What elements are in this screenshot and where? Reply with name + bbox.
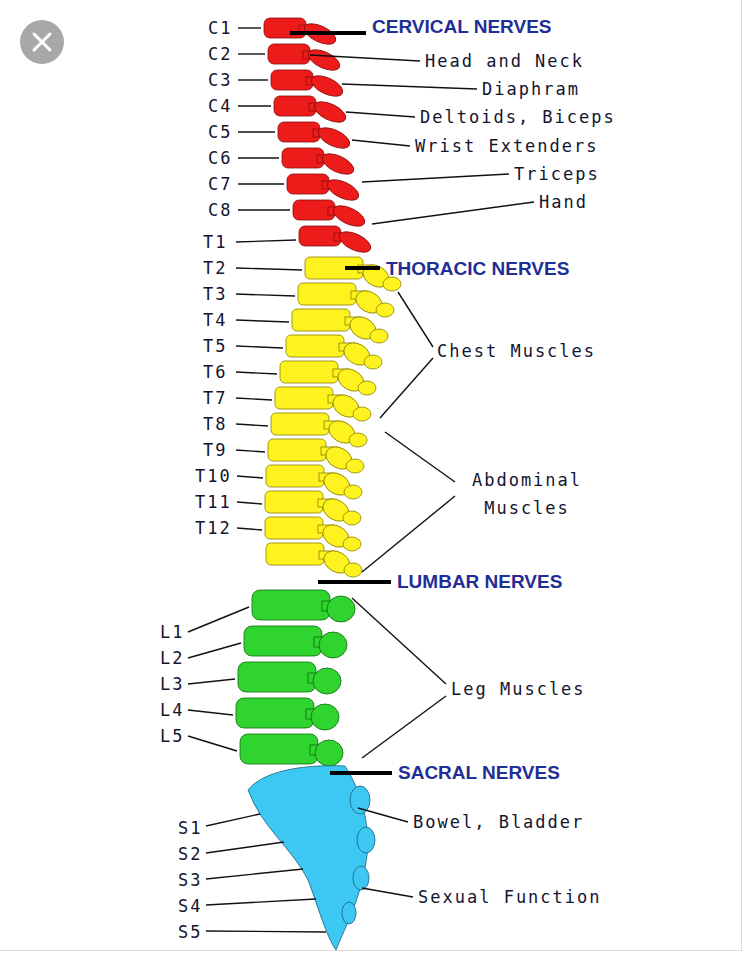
vertebra-label: L2 bbox=[160, 648, 184, 668]
vertebra-label: C5 bbox=[208, 122, 232, 142]
nerve-section-heading: LUMBAR NERVES bbox=[397, 571, 562, 593]
vertebra-label: L4 bbox=[160, 700, 184, 720]
vertebra-label: C7 bbox=[208, 174, 232, 194]
vertebra-label: S2 bbox=[178, 844, 202, 864]
vertebra-label: L3 bbox=[160, 674, 184, 694]
vertebra-label: S4 bbox=[178, 896, 202, 916]
function-label: Abdominal Muscles bbox=[459, 466, 595, 522]
vertebra-label: C8 bbox=[208, 200, 232, 220]
vertebra-label: T7 bbox=[203, 388, 227, 408]
heading-pointer-bars bbox=[290, 33, 392, 773]
nerve-section-heading: SACRAL NERVES bbox=[398, 762, 560, 784]
vertebra-label: T11 bbox=[195, 492, 232, 512]
vertebra-label: T12 bbox=[195, 518, 232, 538]
vertebra-label: S3 bbox=[178, 870, 202, 890]
vertebra-label: L5 bbox=[160, 726, 184, 746]
nerve-section-heading: CERVICAL NERVES bbox=[372, 16, 552, 38]
vertebra-label: T4 bbox=[203, 310, 227, 330]
vertebra-label: T8 bbox=[203, 414, 227, 434]
vertebra-label: T9 bbox=[203, 440, 227, 460]
vertebra-label: C1 bbox=[208, 18, 232, 38]
function-label: Head and Neck bbox=[425, 51, 584, 71]
function-label: Chest Muscles bbox=[437, 341, 596, 361]
close-button bbox=[20, 20, 64, 64]
vertebra-label: T6 bbox=[203, 362, 227, 382]
nerve-section-heading: THORACIC NERVES bbox=[386, 258, 569, 280]
vertebra-label: C2 bbox=[208, 44, 232, 64]
function-label: Sexual Function bbox=[418, 887, 602, 907]
vertebra-label: C3 bbox=[208, 70, 232, 90]
vertebra-label: C4 bbox=[208, 96, 232, 116]
cervical-vertebrae bbox=[264, 18, 374, 256]
vertebra-label: T5 bbox=[203, 336, 227, 356]
function-label: Hand bbox=[539, 192, 588, 212]
vertebra-label: L1 bbox=[160, 622, 184, 642]
vertebra-label: T3 bbox=[203, 284, 227, 304]
vertebra-label: S5 bbox=[178, 922, 202, 942]
function-label: Deltoids, Biceps bbox=[420, 107, 616, 127]
vertebra-label: T10 bbox=[195, 466, 232, 486]
vertebra-label: T2 bbox=[203, 258, 227, 278]
function-label: Diaphram bbox=[482, 79, 580, 99]
vertebra-label: T1 bbox=[203, 232, 227, 252]
function-label: Wrist Extenders bbox=[415, 136, 599, 156]
vertebra-label: S1 bbox=[178, 818, 202, 838]
sacrum bbox=[248, 766, 375, 950]
function-label: Leg Muscles bbox=[451, 679, 586, 699]
function-label: Triceps bbox=[514, 164, 600, 184]
lumbar-vertebrae bbox=[236, 590, 355, 766]
function-label: Bowel, Bladder bbox=[413, 812, 584, 832]
vertebra-label: C6 bbox=[208, 148, 232, 168]
